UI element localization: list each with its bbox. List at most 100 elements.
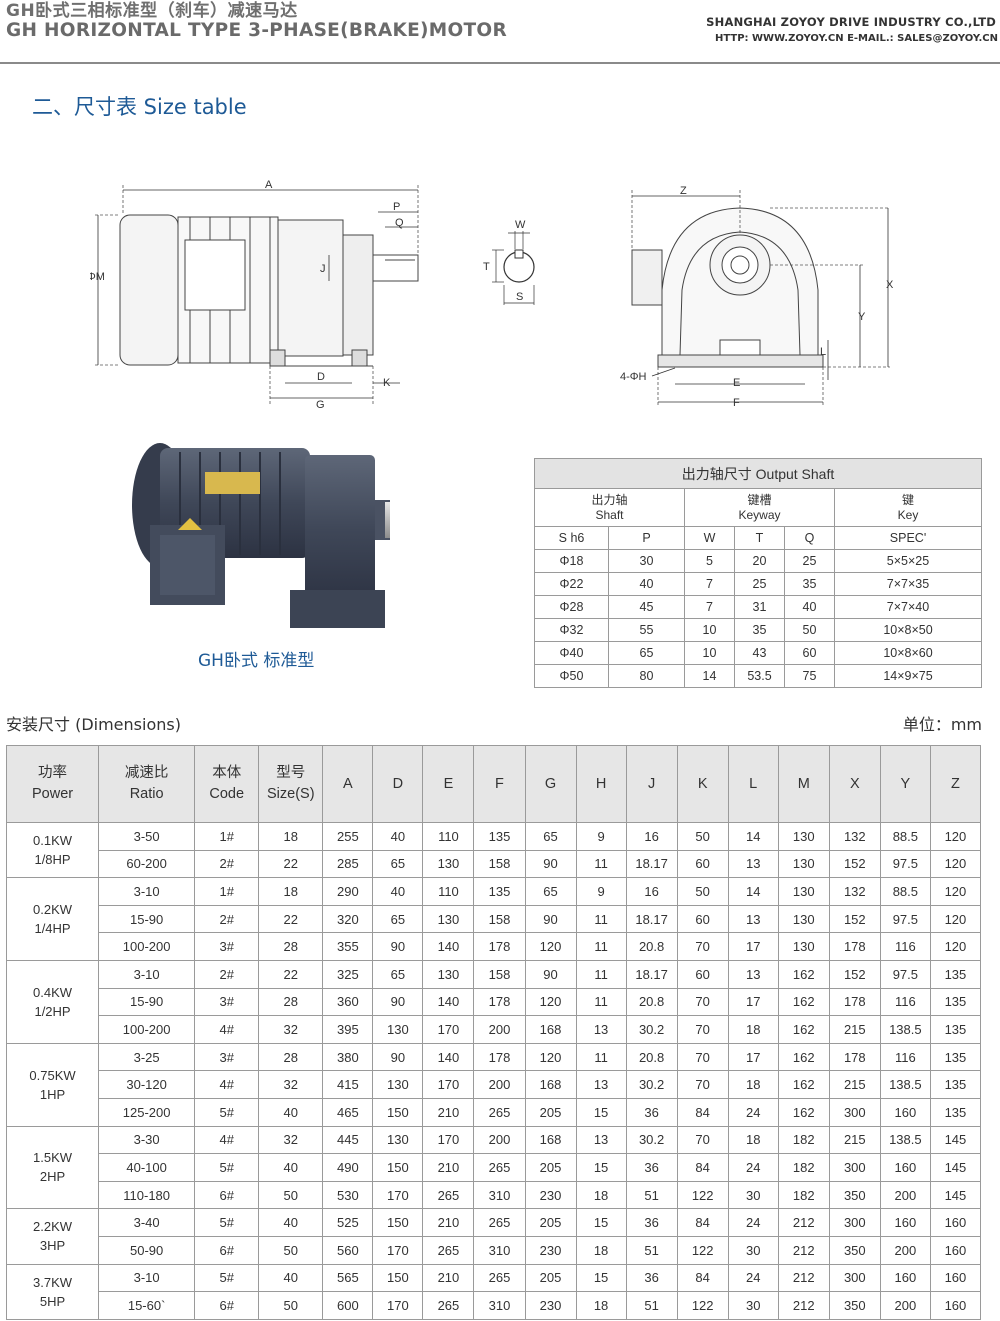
col-header-en: E	[443, 775, 454, 792]
col-header: Y	[879, 745, 931, 823]
table-cell: 135	[929, 987, 982, 1017]
table-cell: 18	[727, 1125, 779, 1155]
table-cell: 125-200	[98, 1097, 196, 1127]
table-cell: 182	[777, 1153, 830, 1182]
table-cell: 60	[676, 849, 729, 879]
table-cell: 200	[879, 1291, 931, 1320]
table-cell: 300	[828, 1097, 881, 1127]
table-cell: 13	[575, 1070, 627, 1099]
col-header-en: L	[749, 775, 758, 792]
table-cell: 350	[828, 1180, 881, 1210]
table-cell: 168	[524, 1070, 577, 1099]
table-cell: 40	[258, 1263, 324, 1293]
table-cell: 16	[625, 877, 678, 906]
table-cell: 10	[684, 641, 735, 665]
col-header-cn: 减速比	[124, 765, 169, 781]
table-cell: 215	[828, 1125, 881, 1155]
table-cell: 22	[258, 849, 324, 879]
table-cell: 18	[575, 1180, 627, 1210]
table-cell: 65	[372, 849, 424, 879]
table-cell: 145	[929, 1180, 982, 1210]
table-cell: 135	[929, 1015, 982, 1044]
table-cell: 84	[676, 1208, 729, 1237]
table-cell: 152	[828, 904, 881, 934]
table-cell: 132	[828, 822, 881, 851]
table-cell: 22	[258, 904, 324, 934]
dim-t-label: T	[483, 261, 490, 273]
table-cell: 18	[575, 1235, 627, 1265]
table-cell: 84	[676, 1097, 729, 1127]
table-cell: 40	[372, 877, 424, 906]
table-cell: 4#	[194, 1015, 260, 1044]
col-header-en: K	[697, 775, 708, 792]
table-cell: 130	[372, 1125, 424, 1155]
table-cell: 150	[372, 1208, 424, 1237]
table-cell: 28	[258, 987, 324, 1017]
table-cell: 162	[777, 1042, 830, 1072]
table-cell: 170	[372, 1180, 424, 1210]
table-cell: 212	[777, 1208, 830, 1237]
table-cell: 60	[784, 641, 835, 665]
table-cell: 1#	[194, 877, 260, 906]
table-cell: 70	[676, 1015, 729, 1044]
table-cell: 10×8×60	[834, 641, 982, 665]
table-cell: 145	[929, 1153, 982, 1182]
table-cell: 200	[473, 1015, 526, 1044]
table-cell: 265	[473, 1097, 526, 1127]
dim-p-label: P	[393, 201, 400, 213]
col-header-en: F	[495, 775, 504, 792]
table-cell: Φ32	[534, 618, 609, 642]
table-cell: 120	[929, 904, 982, 934]
table-cell: 10×8×50	[834, 618, 982, 642]
table-cell: 36	[625, 1097, 678, 1127]
table-cell: 120	[929, 932, 982, 961]
table-cell: 130	[777, 904, 830, 934]
table-cell: 200	[879, 1235, 931, 1265]
photo-caption: GH卧式 标准型	[198, 651, 315, 671]
table-cell: 135	[929, 1042, 982, 1072]
table-cell: 17	[727, 987, 779, 1017]
col-header-en: D	[392, 775, 404, 792]
table-cell: 35	[734, 618, 785, 642]
section-title: 二、尺寸表 Size table	[32, 95, 247, 119]
dim-q-label: Q	[395, 217, 404, 229]
table-cell: 162	[777, 959, 830, 989]
table-cell: 310	[473, 1291, 526, 1320]
table-cell: 30-120	[98, 1070, 196, 1099]
table-cell: 130	[777, 822, 830, 851]
table-cell: 4#	[194, 1125, 260, 1155]
table-cell: 130	[422, 904, 475, 934]
table-cell: 7	[684, 595, 735, 619]
front-view-drawing: Z X Y L 4-ΦH E F	[620, 185, 894, 409]
table-cell: 3-10	[98, 1263, 196, 1293]
table-cell: 120	[929, 822, 982, 851]
table-cell: 70	[676, 1070, 729, 1099]
page-header: GH卧式三相标准型（刹车）减速马达 GH HORIZONTAL TYPE 3-P…	[0, 0, 1000, 66]
table-cell: 97.5	[879, 904, 931, 934]
table-cell: 210	[422, 1097, 475, 1127]
table-cell: 18.17	[625, 959, 678, 989]
col-header: K	[676, 745, 729, 823]
table-cell: 210	[422, 1208, 475, 1237]
table-cell: 160	[879, 1153, 931, 1182]
table-cell: 84	[676, 1153, 729, 1182]
table-cell: 30	[727, 1235, 779, 1265]
table-cell: 465	[322, 1097, 374, 1127]
table-cell: 132	[828, 877, 881, 906]
col-header: T	[734, 526, 785, 550]
table-cell: 32	[258, 1125, 324, 1155]
table-cell: 84	[676, 1263, 729, 1293]
col-header: Q	[784, 526, 835, 550]
table-cell: 205	[524, 1208, 577, 1237]
table-cell: 122	[676, 1291, 729, 1320]
table-cell: 3-10	[98, 959, 196, 989]
table-cell: 50	[258, 1235, 324, 1265]
table-cell: 3-25	[98, 1042, 196, 1072]
